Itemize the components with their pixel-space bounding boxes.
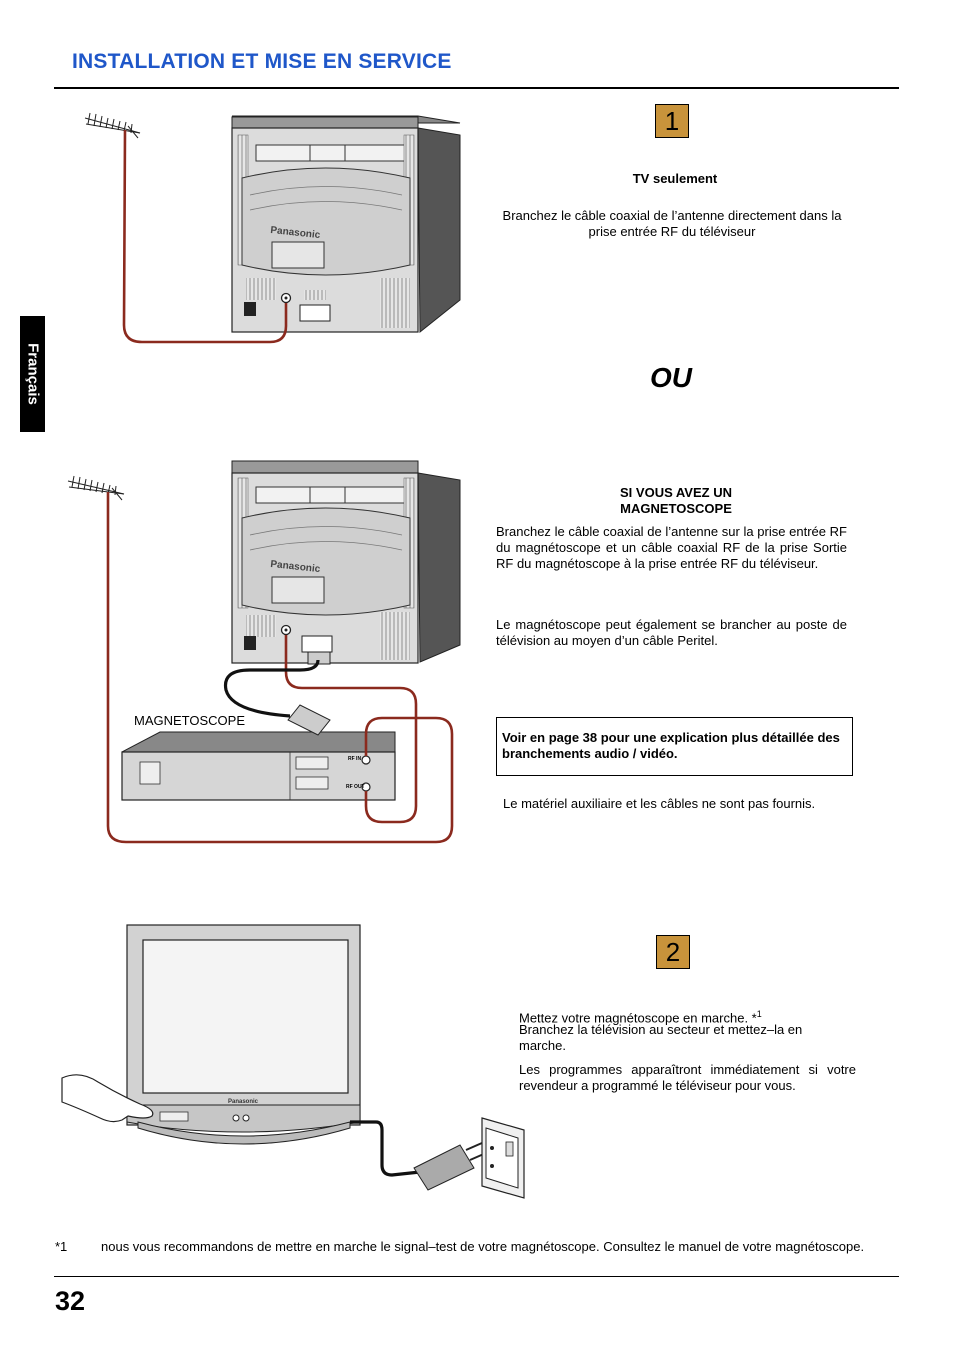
vcr-text-1: Branchez le câble coaxial de l’antenne s… — [496, 524, 847, 571]
note-box: Voir en page 38 pour une explication plu… — [496, 717, 853, 776]
disclaimer-text: Le matériel auxiliaire et les câbles ne … — [503, 796, 816, 811]
rf-in-label: RF IN — [348, 756, 361, 762]
step-2-line-2: Branchez la télévision au secteur et met… — [519, 1022, 803, 1053]
step-2-text-2: Les programmes apparaîtront immédiatemen… — [519, 1062, 856, 1093]
step-1-badge: 1 — [655, 104, 689, 138]
vcr-label: MAGNETOSCOPE — [134, 713, 246, 728]
peritel-cable — [223, 659, 320, 718]
antenna-icon-1 — [84, 112, 141, 139]
step-2-line-1-text: Mettez votre magnétoscope en marche. * — [519, 1010, 757, 1026]
antenna-icon-2 — [67, 475, 125, 501]
coax-cable-1 — [122, 129, 288, 344]
language-tab: Français — [20, 316, 45, 432]
vcr-heading: SI VOUS AVEZ UN MAGNETOSCOPE — [620, 485, 732, 516]
step-1-text: Branchez le câble coaxial de l’antenne d… — [502, 208, 842, 239]
power-plug-icon — [413, 1142, 487, 1191]
antenna-cable — [106, 492, 454, 844]
footnote-marker: *1 — [55, 1239, 68, 1254]
top-rule — [54, 87, 899, 89]
bottom-rule — [54, 1276, 899, 1277]
page-number: 32 — [55, 1286, 86, 1316]
tv-back-illustration-2: Panasonic — [231, 460, 461, 665]
wall-socket-icon — [481, 1117, 525, 1199]
power-cord — [350, 1120, 421, 1177]
step-2-line-1: Mettez votre magnétoscope en marche. *1 — [519, 1006, 859, 1026]
tv-brand-logo: Panasonic — [270, 225, 321, 241]
page-title: INSTALLATION ET MISE EN SERVICE — [72, 50, 452, 73]
hand-icon — [61, 1074, 154, 1123]
tv-brand-logo-2: Panasonic — [270, 559, 321, 575]
or-label: OU — [650, 362, 692, 393]
footnote-ref: 1 — [756, 1009, 762, 1019]
step-1-heading: TV seulement — [632, 171, 718, 186]
rf-out-label: RF OUT — [346, 784, 365, 790]
tv-front-illustration: Panasonic — [126, 924, 361, 1145]
note-text: Voir en page 38 pour une explication plu… — [502, 730, 840, 761]
tv-front-brand-logo: Panasonic — [228, 1099, 259, 1105]
tv-back-illustration-1: Panasonic — [231, 115, 461, 334]
vcr-text-2: Le magnétoscope peut également se branch… — [496, 617, 847, 648]
step-2-badge: 2 — [656, 935, 690, 969]
rf-out-cable — [284, 635, 418, 824]
footnote-text: nous vous recommandons de mettre en marc… — [101, 1239, 865, 1254]
vcr-illustration: RF IN RF OUT — [121, 704, 396, 801]
